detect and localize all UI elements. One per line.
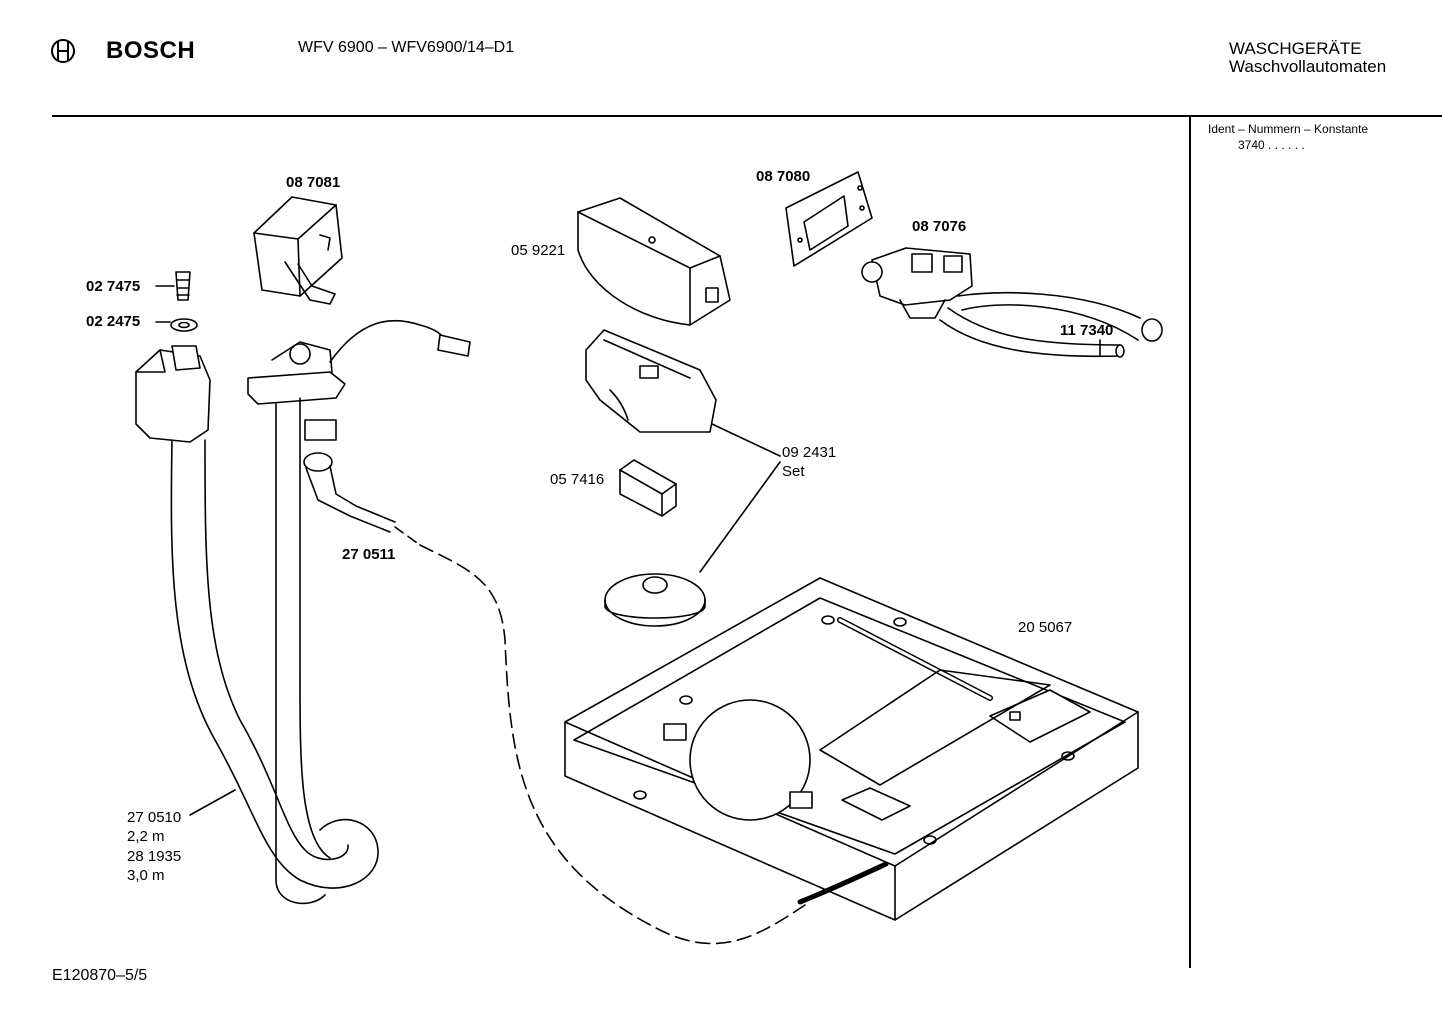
leader-270510 (189, 789, 236, 816)
drawing-code: E120870–5/5 (52, 967, 148, 984)
part-number-205067: 20 5067 (1018, 619, 1073, 636)
brand-name: BOSCH (106, 37, 196, 64)
inlet-valve-part (861, 247, 973, 319)
switch-part (619, 459, 677, 517)
washer-part (170, 318, 198, 332)
ident-value: 3740 . . . . . . (1238, 138, 1305, 152)
ident-label: Ident – Nummern – Konstante (1208, 122, 1369, 136)
category-subtitle: Waschvollautomaten (1229, 57, 1387, 76)
model-title: WFV 6900 – WFV6900/14–D1 (298, 39, 515, 56)
part-note-281935: 3,0 m (127, 867, 165, 884)
part-number-117340: 11 7340 (1060, 322, 1114, 339)
set-leader-line (699, 423, 781, 573)
part-number-087080: 08 7080 (756, 168, 811, 185)
drain-elbow-part (303, 452, 421, 546)
strainer-part (175, 271, 191, 301)
part-number-087076: 08 7076 (912, 218, 967, 235)
routing-dashed-line (419, 544, 806, 945)
part-number-022475: 02 2475 (86, 313, 141, 330)
valve-bracket-part (247, 319, 471, 905)
knob-disc-part (604, 573, 706, 627)
part-number-057416: 05 7416 (550, 471, 605, 488)
base-plate-part (564, 577, 1139, 921)
part-note-270510: 2,2 m (127, 828, 165, 845)
mounting-plate-part (785, 171, 873, 267)
knob-housing-part (577, 197, 731, 326)
part-note-092431: Set (782, 463, 805, 480)
part-number-087081: 08 7081 (286, 174, 341, 191)
valve-hose-part (939, 292, 1163, 358)
part-number-270511: 27 0511 (342, 546, 396, 563)
part-number-281935: 28 1935 (127, 848, 182, 865)
inlet-hose-part (135, 345, 379, 889)
part-number-270510: 27 0510 (127, 809, 182, 826)
part-number-027475: 02 7475 (86, 278, 141, 295)
switch-frame-part (585, 329, 717, 433)
category-title: WASCHGERÄTE (1229, 39, 1362, 58)
part-number-092431: 09 2431 (782, 444, 837, 461)
part-number-059221: 05 9221 (511, 242, 566, 259)
bosch-logo-icon (50, 38, 76, 64)
cover-cap-part (253, 196, 343, 305)
